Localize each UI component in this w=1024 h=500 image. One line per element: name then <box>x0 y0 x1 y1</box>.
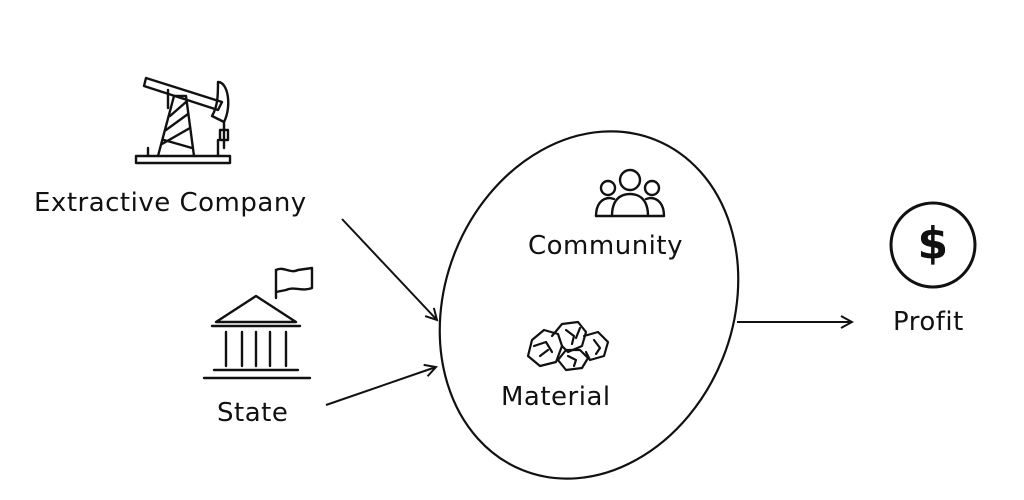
extractive-company-label: Extractive Company <box>34 188 307 218</box>
material-label: Material <box>501 382 611 412</box>
rocks-icon <box>526 320 610 372</box>
government-building-icon <box>202 266 314 380</box>
community-material-ellipse <box>438 130 740 480</box>
profit-label: Profit <box>893 307 964 337</box>
dollar-sign: $ <box>917 218 949 269</box>
people-group-icon <box>594 168 666 218</box>
dollar-coin-icon <box>889 201 977 289</box>
oil-pump-icon <box>134 76 232 165</box>
state-label: State <box>217 398 289 428</box>
arrow-state-to-ellipse <box>325 367 436 406</box>
arrow-company-to-ellipse <box>341 218 437 320</box>
community-label: Community <box>528 231 683 261</box>
